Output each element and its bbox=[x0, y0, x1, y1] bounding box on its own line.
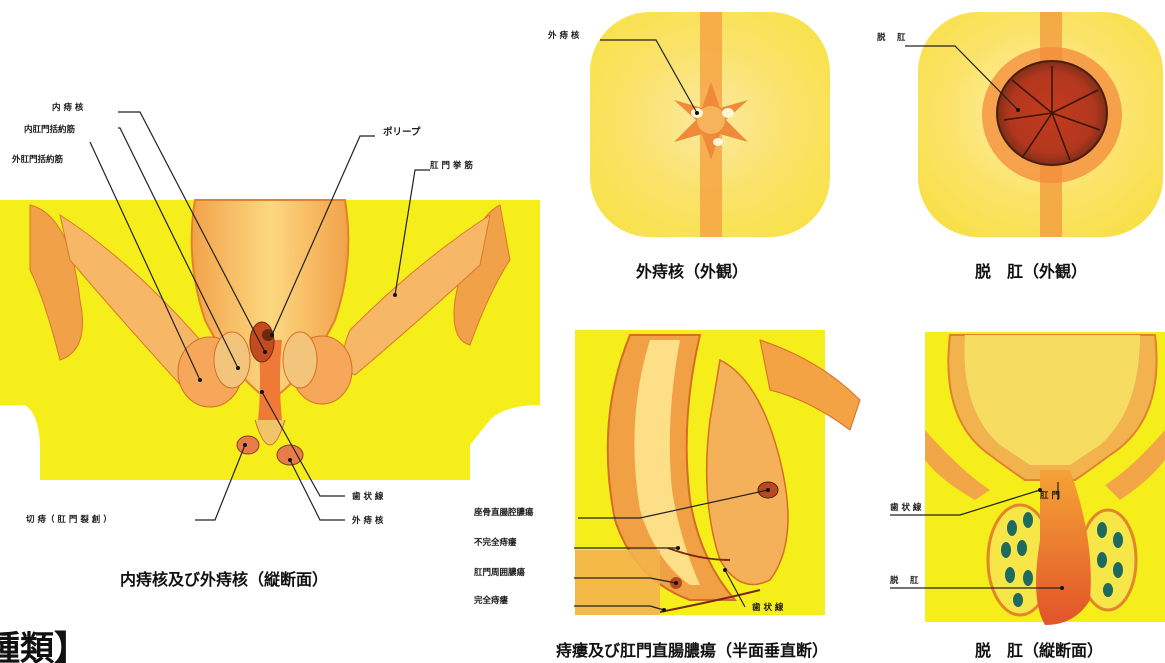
label-anal-fissure: 切 痔（ 肛 門 裂 創 ） bbox=[26, 514, 112, 525]
external-view-hemorrhoid-lump-2 bbox=[722, 108, 734, 118]
label-ischiorectal-abscess: 座骨直腸腔膿瘍 bbox=[473, 507, 534, 518]
label-dentate-line-3: 歯 状 線 bbox=[890, 502, 922, 513]
external-view-hemorrhoid-lump-3 bbox=[713, 138, 723, 146]
label-external-sphincter: 外肛門括約筋 bbox=[11, 154, 64, 165]
label-external-hemorrhoid-2: 外 痔 核 bbox=[547, 30, 580, 41]
external-hemorrhoid-left bbox=[237, 436, 259, 454]
label-complete-fistula: 完全痔瘻 bbox=[474, 595, 509, 606]
label-polyp: ポリープ bbox=[383, 126, 421, 138]
label-levator-ani: 肛 門 挙 筋 bbox=[430, 160, 473, 171]
label-external-hemorrhoid-1: 外 痔 核 bbox=[351, 515, 384, 526]
label-internal-sphincter: 内肛門括約筋 bbox=[24, 124, 76, 135]
label-dentate-line-2: 歯 状 線 bbox=[752, 602, 784, 613]
label-prolapse-1: 脱 肛 bbox=[877, 32, 906, 43]
right-sphincter-inner bbox=[283, 332, 317, 388]
fistula-skin-fold bbox=[575, 550, 660, 615]
panel-internal-external-section bbox=[0, 200, 540, 480]
caption-fistula: 痔瘻及び肛門直腸膿瘍（半面垂直断） bbox=[556, 641, 828, 660]
label-prolapse-2: 脱 肛 bbox=[890, 575, 919, 586]
label-internal-hemorrhoid: 内 痔 核 bbox=[52, 102, 84, 113]
panel-fistula-section bbox=[575, 330, 860, 615]
internal-hemorrhoid-mass bbox=[250, 322, 274, 362]
caption-internal-external: 内痔核及び外痔核（縦断面） bbox=[120, 570, 328, 589]
section-heading: 種類】 bbox=[0, 629, 88, 663]
label-anus: 肛 門 bbox=[1040, 491, 1060, 501]
panel-external-view bbox=[590, 12, 830, 237]
label-incomplete-fistula: 不完全痔瘻 bbox=[474, 537, 517, 548]
left-sphincter-inner bbox=[214, 332, 250, 388]
label-perianal-abscess: 肛門周囲膿瘍 bbox=[474, 567, 526, 578]
panel-prolapse-section bbox=[925, 332, 1165, 625]
label-dentate-line-1: 歯 状 線 bbox=[352, 491, 384, 502]
caption-prolapse-view: 脱 肛（外観） bbox=[975, 262, 1087, 281]
caption-prolapse-section: 脱 肛（縦断面） bbox=[975, 641, 1103, 660]
caption-external-view: 外痔核（外観） bbox=[635, 262, 748, 281]
